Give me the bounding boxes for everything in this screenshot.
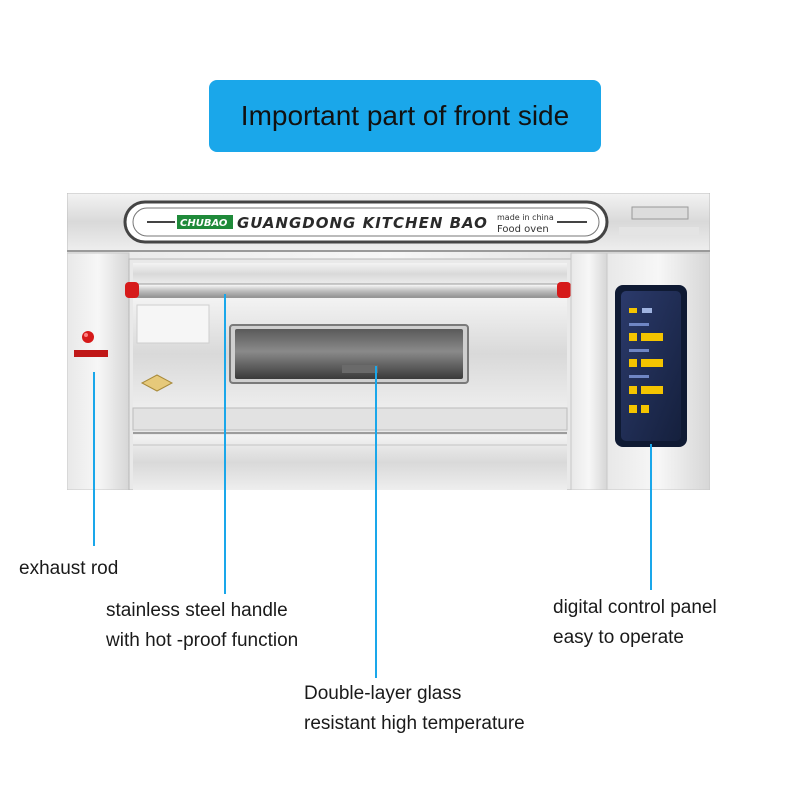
panel-label-line1: digital control panel [553,597,717,618]
exhaust-rod-text: exhaust rod [19,558,119,579]
oven-made-in: made in china [497,213,554,222]
control-button-icon[interactable] [641,405,649,413]
title-banner: Important part of front side [209,80,601,152]
control-button-icon[interactable] [641,386,663,394]
control-button-icon[interactable] [629,333,637,341]
control-button-icon[interactable] [641,333,663,341]
control-button-icon[interactable] [629,405,637,413]
handle-end-cap-icon [557,282,571,298]
glass-window [229,324,469,384]
panel-callout-line [650,444,652,590]
exhaust-knob-icon[interactable] [74,331,108,357]
control-button-icon[interactable] [629,386,637,394]
handle-callout-line [224,294,226,594]
oven-front-image: CHUBAO GUANGDONG KITCHEN BAO made in chi… [67,193,710,490]
oven-product: Food oven [497,224,549,235]
digital-control-panel[interactable] [615,285,687,447]
handle-label-line2: with hot -proof function [106,630,299,651]
door-handle[interactable] [125,282,571,299]
glass-label: Double-layer glass resistant high temper… [304,679,525,739]
glass-label-line1: Double-layer glass [304,683,462,704]
glass-label-line2: resistant high temperature [304,713,525,734]
control-button-icon[interactable] [629,359,637,367]
panel-label-line2: easy to operate [553,627,684,648]
oven-brand: CHUBAO [180,218,228,229]
oven-nameplate: GUANGDONG KITCHEN BAO [237,214,488,232]
nameplate: CHUBAO GUANGDONG KITCHEN BAO made in chi… [123,200,609,244]
glass-callout-line [375,366,377,678]
control-button-icon[interactable] [641,359,663,367]
handle-label-line1: stainless steel handle [106,600,288,621]
exhaust-rod-callout-line [93,372,95,546]
handle-label: stainless steel handle with hot -proof f… [106,596,298,656]
exhaust-rod-label: exhaust rod [19,554,118,584]
panel-label: digital control panel easy to operate [553,593,717,653]
handle-end-cap-icon [125,282,139,298]
page-title: Important part of front side [240,100,570,131]
